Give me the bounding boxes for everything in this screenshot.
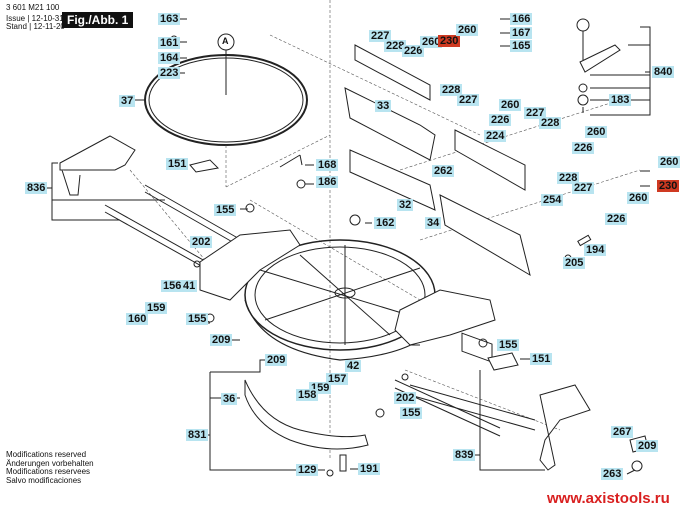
callout-label: 33 (375, 100, 392, 112)
part-number: 3 601 M21 100 (6, 3, 60, 12)
callout-label: 155 (400, 407, 423, 419)
stand-label: Stand (6, 22, 27, 31)
note-line: Salvo modificaciones (6, 475, 82, 485)
callout-label: 228 (539, 117, 562, 129)
callout-label: 165 (510, 40, 533, 52)
callout-label: 226 (572, 142, 595, 154)
callout-label: 260 (585, 126, 608, 138)
callout-label: 260 (499, 99, 522, 111)
callout-label: 155 (186, 313, 209, 325)
callout-label: 227 (524, 107, 547, 119)
callout-label: 839 (453, 449, 476, 461)
callout-label: 36 (221, 393, 238, 405)
callout-label-highlighted: 230 (438, 35, 461, 47)
note-line: Änderungen vorbehalten (6, 458, 94, 468)
callout-label: 223 (158, 67, 181, 79)
callout-label: 228 (384, 40, 407, 52)
callout-label: 151 (166, 158, 189, 170)
callout-label: 254 (541, 194, 564, 206)
callout-label: 840 (652, 66, 675, 78)
callout-label: 202 (190, 236, 213, 248)
fence-32 (349, 149, 436, 211)
callout-label: 227 (457, 94, 480, 106)
callout-label: 260 (627, 192, 650, 204)
callout-label: 227 (369, 30, 392, 42)
callout-label: 164 (158, 52, 181, 64)
callout-label: 34 (425, 217, 442, 229)
detail-marker: A (222, 36, 229, 46)
issue-line: Issue | 12-10-31 (6, 14, 64, 23)
callout-label: 228 (557, 172, 580, 184)
callout-label: 41 (181, 280, 198, 292)
fence-33 (344, 87, 436, 161)
callout-label: 160 (126, 313, 149, 325)
callout-label: 227 (572, 182, 595, 194)
callout-label-highlighted: 230 (657, 180, 680, 192)
callout-label: 155 (497, 339, 520, 351)
callout-label: 836 (25, 182, 48, 194)
callout-label: 226 (402, 45, 425, 57)
figure-label: Fig./Abb. 1 (62, 12, 134, 28)
note-line: Modifications reservees (6, 467, 91, 477)
callout-label: 260 (456, 24, 479, 36)
callout-label: 129 (296, 464, 319, 476)
callout-label: 263 (601, 468, 624, 480)
callout-label: 226 (605, 213, 628, 225)
callout-label: 209 (210, 334, 233, 346)
bevel-scale-36 (244, 379, 369, 450)
callout-label: 155 (214, 204, 237, 216)
callout-label: 209 (265, 354, 288, 366)
callout-label: 163 (158, 13, 181, 25)
callout-label: 161 (158, 37, 181, 49)
callout-label: 831 (186, 429, 209, 441)
issue-value: 12-10-31 (31, 14, 64, 23)
callout-label: 194 (584, 244, 607, 256)
callout-label: 186 (316, 176, 339, 188)
modifications-notes: Modifications reserved Änderungen vorbeh… (6, 450, 94, 485)
fence-224 (454, 129, 526, 191)
callout-label: 166 (510, 13, 533, 25)
callout-label: 157 (326, 373, 349, 385)
stand-line: Stand | 12-11-20 (6, 22, 65, 31)
callout-label: 158 (296, 389, 319, 401)
callout-label: 202 (394, 392, 417, 404)
callout-label: 205 (563, 257, 586, 269)
issue-label: Issue (6, 14, 26, 23)
note-line: Modifications reserved (6, 450, 87, 459)
callout-label: 226 (489, 114, 512, 126)
callout-label: 156 (161, 280, 184, 292)
callout-label: 42 (345, 360, 362, 372)
callout-label: 37 (119, 95, 136, 107)
callout-label: 167 (510, 27, 533, 39)
watermark-url: www.axistools.ru (547, 490, 670, 507)
extension-836-top (59, 135, 136, 171)
fence-34 (439, 194, 531, 277)
callout-label: 267 (611, 426, 634, 438)
callout-label: 260 (420, 36, 443, 48)
callout-label: 168 (316, 159, 339, 171)
callout-label: 32 (397, 199, 414, 211)
callout-label: 162 (374, 217, 397, 229)
callout-label: 262 (432, 165, 455, 177)
callout-label: 224 (484, 130, 507, 142)
callout-label: 159 (145, 302, 168, 314)
callout-label: 183 (609, 94, 632, 106)
callout-label: 151 (530, 353, 553, 365)
callout-label: 228 (440, 84, 463, 96)
stand-value: 12-11-20 (33, 22, 65, 31)
callout-label: 260 (658, 156, 680, 168)
callout-label: 191 (358, 463, 381, 475)
callout-label: 209 (636, 440, 659, 452)
fence-223 (354, 44, 431, 101)
